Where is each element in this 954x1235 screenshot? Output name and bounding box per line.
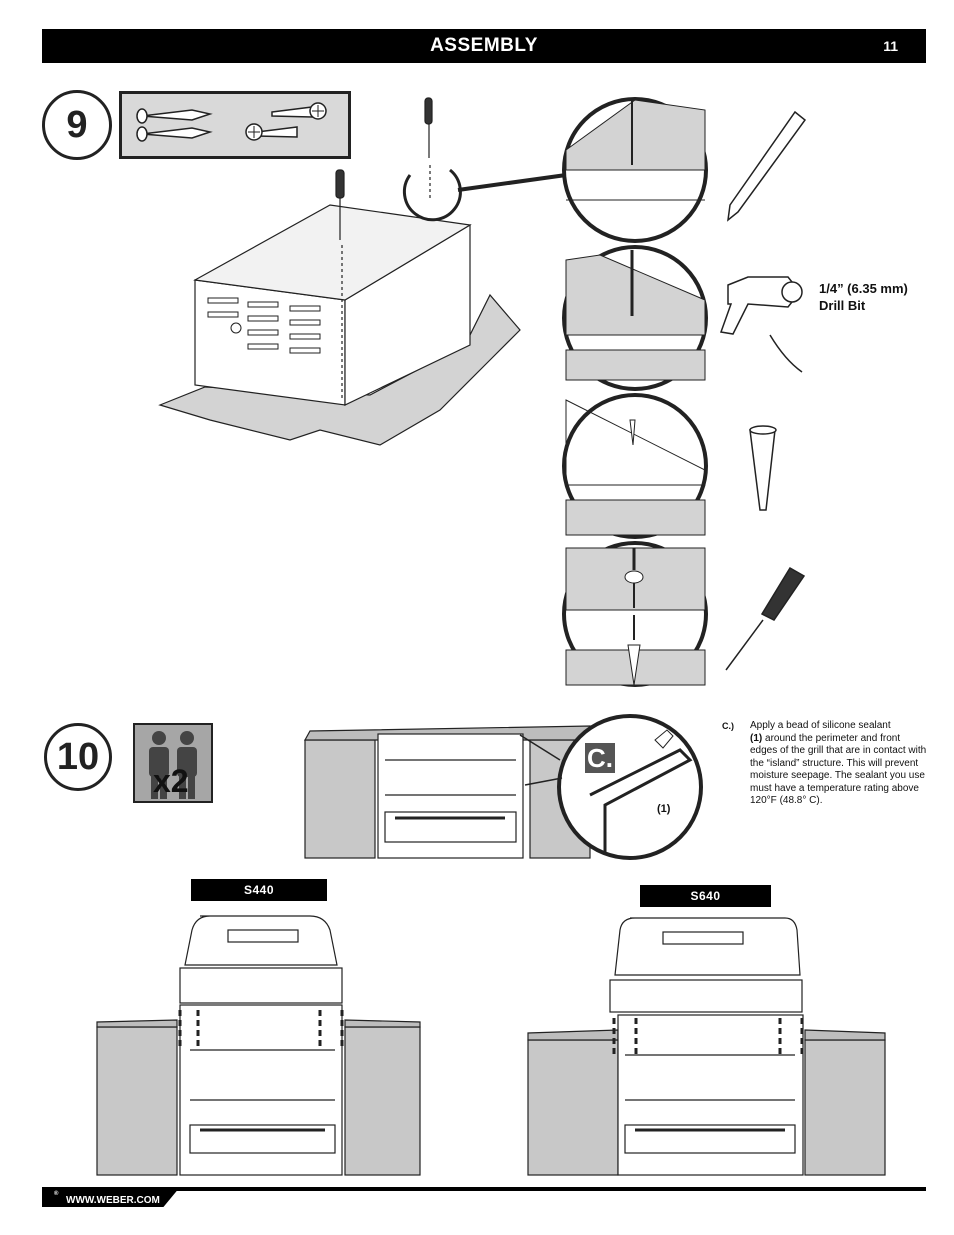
hardware-illustration <box>136 102 327 142</box>
footer-trademark: ® <box>54 1191 59 1197</box>
model-label-s640: S640 <box>640 885 771 907</box>
note-text-part2: around the perimeter and front edges of … <box>750 732 927 807</box>
step-9-number: 9 <box>42 90 112 160</box>
page-title: ASSEMBLY <box>430 35 538 56</box>
note-bold: (1) <box>750 732 763 744</box>
detail-circle-anchor <box>562 393 708 539</box>
drill-icon <box>719 276 803 373</box>
hardware-box <box>119 91 351 159</box>
screwdriver-icon <box>335 97 433 400</box>
drill-bit-label-line2: Drill Bit <box>819 298 866 313</box>
detail-letter: C. <box>587 743 613 773</box>
grill-s440 <box>96 915 421 1176</box>
detail-circle-sealant <box>557 714 703 860</box>
drill-bit-label-line1: 1/4” (6.35 mm) <box>819 281 908 296</box>
screw-icon <box>245 102 327 141</box>
grill-s640 <box>527 917 886 1176</box>
step-10-number: 10 <box>44 723 112 791</box>
person-count: x2 <box>153 763 189 799</box>
pencil-icon <box>727 110 807 222</box>
footer-rule <box>42 1187 926 1191</box>
detail-circle-screw <box>562 541 708 687</box>
sealant-callout-number: (1) <box>657 803 671 815</box>
footer-website: WWW.WEBER.COM <box>66 1195 160 1206</box>
page-number: 11 <box>883 38 898 54</box>
model-label-s440: S440 <box>191 879 327 901</box>
detail-circle-pencil-mark <box>562 97 708 243</box>
wall-anchor-icon <box>136 108 213 142</box>
note-text-part1: Apply a bead of silicone sealant <box>750 720 891 731</box>
two-person-icon: x2 <box>133 723 213 803</box>
detail-circle-drill <box>562 245 708 391</box>
page-header: ASSEMBLY 11 <box>42 29 926 63</box>
island-countertop <box>158 293 521 446</box>
screwdriver-icon <box>725 566 806 671</box>
footer-tab: WWW.WEBER.COM ® <box>42 1187 180 1207</box>
sealant-instruction: C.) Apply a bead of silicone sealant (1)… <box>722 720 927 808</box>
wall-anchor-icon <box>749 425 777 511</box>
note-letter: C.) <box>722 721 734 731</box>
